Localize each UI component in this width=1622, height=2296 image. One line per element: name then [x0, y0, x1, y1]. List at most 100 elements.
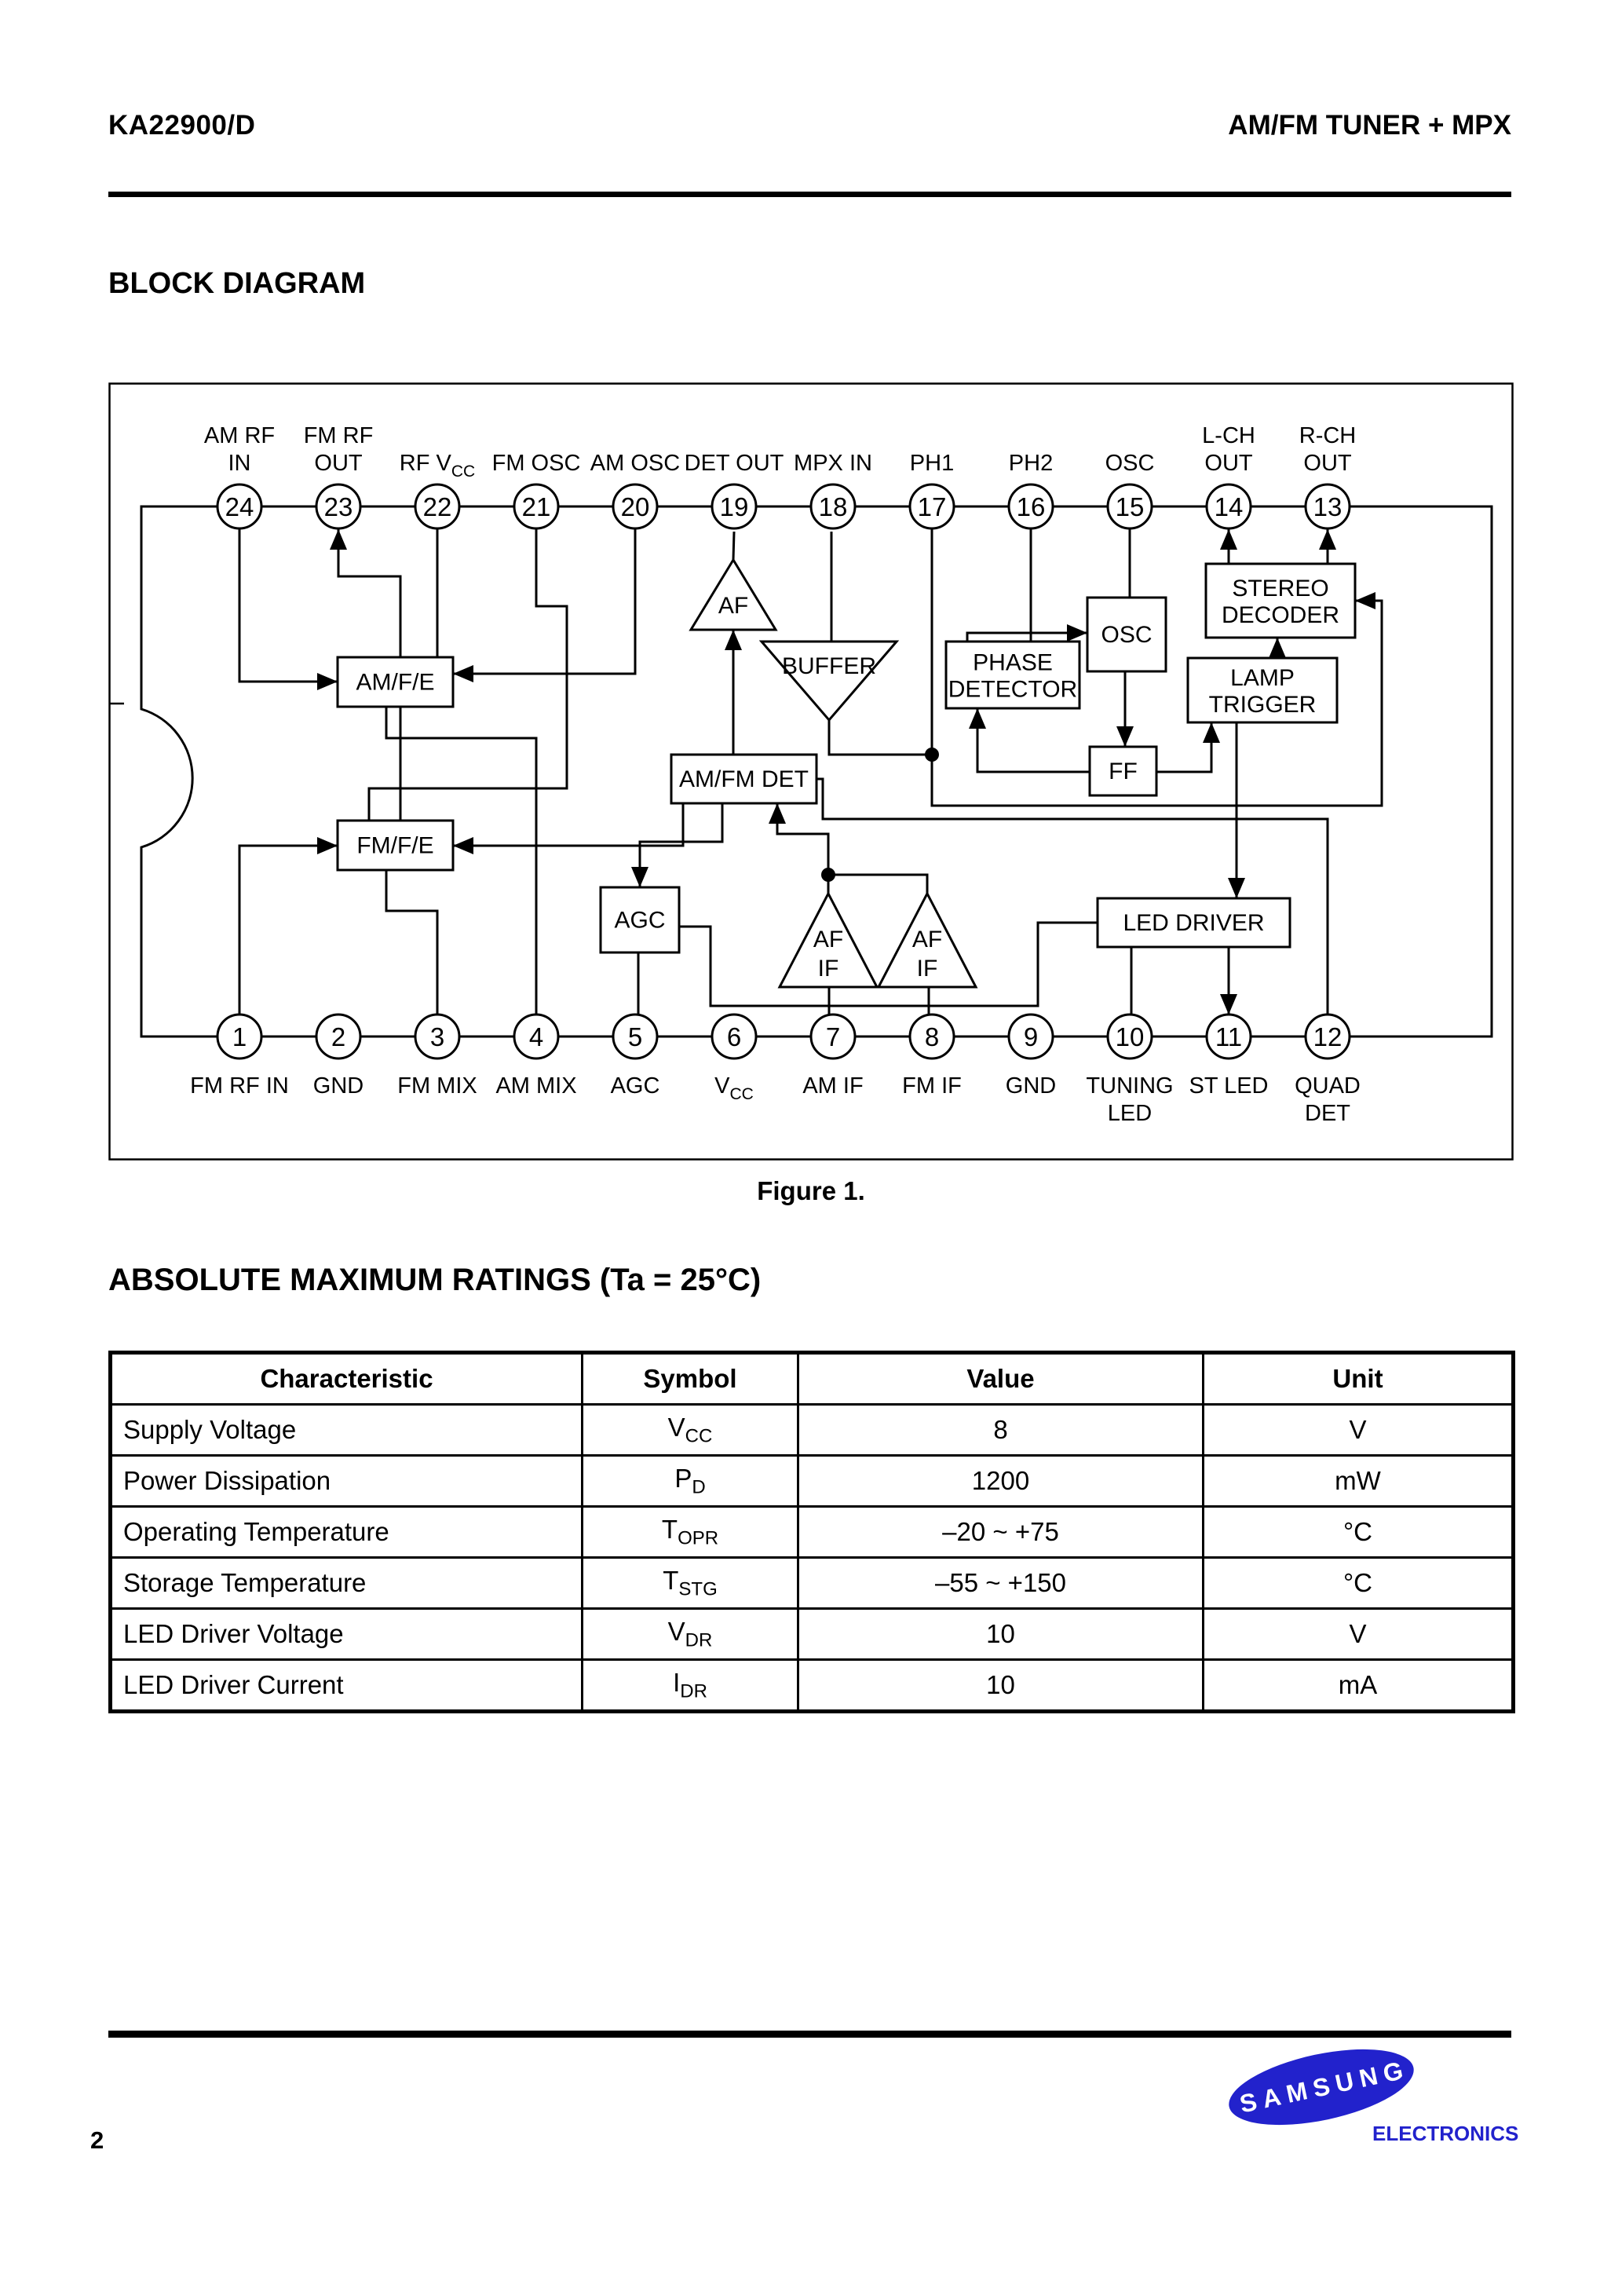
- block-label: OSC: [1101, 622, 1152, 648]
- arrowhead: [1220, 994, 1237, 1015]
- wire: [367, 528, 568, 821]
- wire: [966, 631, 1087, 642]
- arrowhead: [1203, 722, 1220, 743]
- pin-number: 16: [1017, 492, 1046, 521]
- figure-border: [108, 382, 1514, 1161]
- doc-number: KA22900/D: [108, 110, 256, 141]
- pin-number: 19: [720, 492, 749, 521]
- pin-bottom-12: [1304, 1013, 1351, 1060]
- block-label: FF: [1109, 759, 1138, 784]
- block-agc: [599, 886, 681, 954]
- pin-top-24: [216, 483, 263, 530]
- figure-caption: Figure 1.: [757, 1176, 865, 1205]
- block-label: PHASE: [973, 650, 1053, 676]
- pin-bottom-3: [414, 1013, 461, 1060]
- arrowhead: [769, 803, 786, 824]
- col-header-symbol: Symbol: [581, 1351, 799, 1406]
- pin-label: RF VCC: [400, 451, 475, 481]
- block-label: AF: [718, 593, 748, 619]
- block-label: FM/F/E: [356, 833, 433, 859]
- pin-bottom-2: [315, 1013, 362, 1060]
- block-label: AF: [813, 927, 843, 952]
- samsung-electronics-text: ELECTRONICS: [1372, 2122, 1519, 2145]
- pin-number: 9: [1024, 1022, 1038, 1051]
- arrowhead: [453, 837, 473, 854]
- pin-bottom-4: [513, 1013, 560, 1060]
- pin-top-13: [1304, 483, 1351, 530]
- pin-number: 4: [529, 1022, 543, 1051]
- page-number: 2: [90, 2126, 104, 2154]
- block-label: IF: [917, 956, 938, 982]
- pin-number: 3: [430, 1022, 444, 1051]
- wire: [828, 873, 929, 894]
- pin-label: AM MIX: [495, 1073, 576, 1099]
- pin-label: DET OUT: [685, 451, 784, 476]
- arrowhead: [631, 867, 648, 887]
- pin-label: OUT: [314, 451, 363, 476]
- pin-number: 15: [1116, 492, 1145, 521]
- pin-label: ST LED: [1189, 1073, 1268, 1099]
- footer-rule: [108, 2031, 1511, 2038]
- wire: [816, 777, 1329, 1015]
- cell-unit: V: [1202, 1403, 1514, 1457]
- block-label: STEREO: [1232, 576, 1328, 601]
- pin-label: AM OSC: [590, 451, 680, 476]
- block-lamp-trigger: [1186, 656, 1339, 724]
- junction-dot: [925, 748, 939, 762]
- cell-value: –20 ~ +75: [797, 1505, 1204, 1559]
- wire: [385, 707, 538, 1015]
- pin-top-14: [1205, 483, 1252, 530]
- wire: [827, 720, 932, 756]
- pin-label: FM IF: [902, 1073, 962, 1099]
- cell-symbol: TSTG: [581, 1556, 799, 1610]
- block-led-driver: [1096, 897, 1291, 949]
- pin-number: 24: [225, 492, 254, 521]
- section-title-ratings: ABSOLUTE MAXIMUM RATINGS (Ta = 25°C): [108, 1263, 762, 1297]
- pin-label: FM RF IN: [190, 1073, 289, 1099]
- pin-top-17: [908, 483, 955, 530]
- doc-title: AM/FM TUNER + MPX: [1228, 110, 1511, 141]
- arrowhead: [1067, 624, 1087, 642]
- pin-number: 14: [1215, 492, 1244, 521]
- cell-characteristic: LED Driver Current: [109, 1658, 583, 1713]
- wire: [238, 844, 338, 1015]
- arrowhead: [1269, 638, 1286, 658]
- pin-top-23: [315, 483, 362, 530]
- block-stereo-decoder: [1204, 562, 1357, 639]
- wire: [453, 803, 685, 847]
- cell-value: 10: [797, 1607, 1204, 1661]
- pin-label: PH2: [1009, 451, 1053, 476]
- wire: [638, 803, 724, 887]
- arrowhead: [317, 673, 338, 690]
- pin-bottom-9: [1007, 1013, 1054, 1060]
- pin-bottom-10: [1106, 1013, 1153, 1060]
- pin-number: 10: [1116, 1022, 1145, 1051]
- pin-bottom-5: [612, 1013, 659, 1060]
- pin-top-22: [414, 483, 461, 530]
- pin-label: AM IF: [802, 1073, 863, 1099]
- col-header-characteristic: Characteristic: [109, 1351, 583, 1406]
- pin-label: AGC: [611, 1073, 660, 1099]
- block-am-if-amp: [777, 890, 879, 989]
- block-am-fe: [336, 656, 455, 708]
- block-osc: [1086, 596, 1167, 673]
- cell-characteristic: Operating Temperature: [109, 1505, 583, 1559]
- block-label: IF: [818, 956, 839, 982]
- wire: [976, 708, 1090, 773]
- arrowhead: [969, 708, 986, 729]
- block-label: TRIGGER: [1209, 692, 1317, 718]
- col-header-unit: Unit: [1202, 1351, 1514, 1406]
- pin-number: 5: [628, 1022, 642, 1051]
- pin-number: 23: [324, 492, 353, 521]
- arrowhead: [330, 529, 347, 550]
- samsung-logo-text: SAMSUNG: [1237, 2054, 1412, 2119]
- pin-label: OUT: [1303, 451, 1352, 476]
- block-label: AF: [912, 927, 942, 952]
- pin-label: GND: [1006, 1073, 1056, 1099]
